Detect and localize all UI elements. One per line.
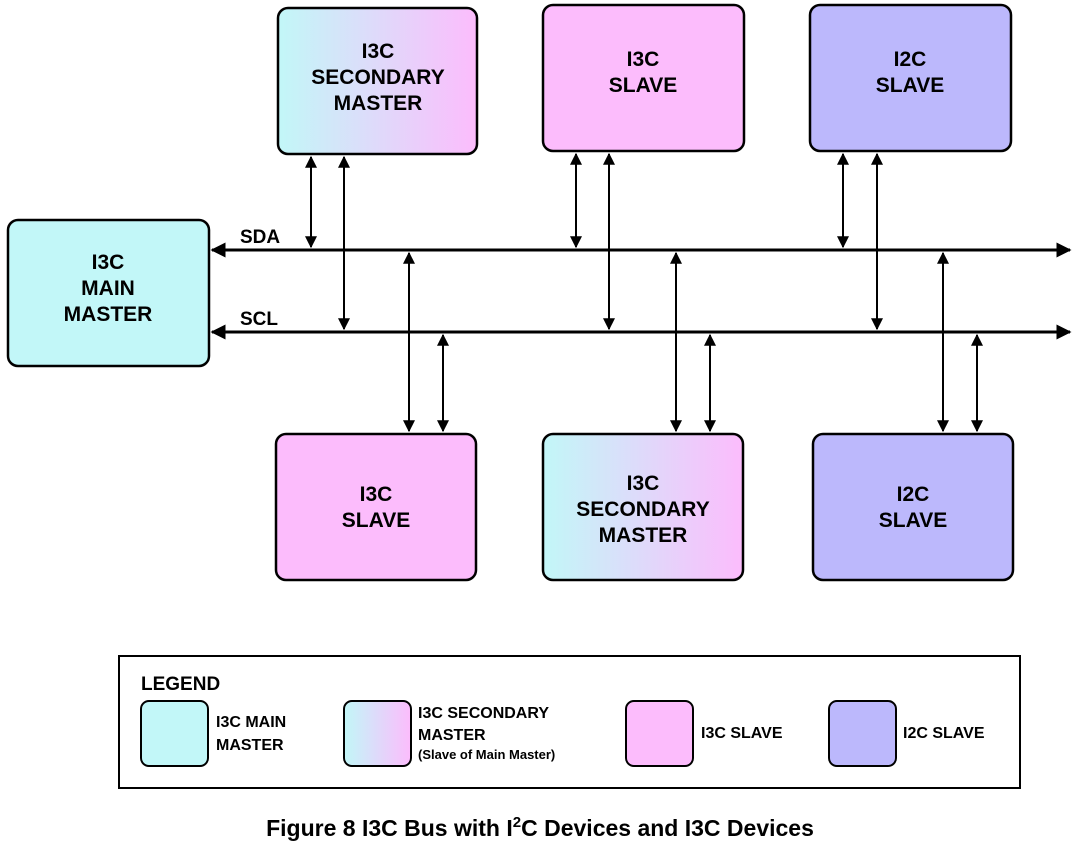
top-i3c-secondary-master-box: I3C SECONDARY MASTER <box>276 6 479 156</box>
top-secondary-fill <box>276 6 479 156</box>
bottom-secondary-line1: I3C <box>627 472 660 495</box>
main-master-line2: MAIN <box>81 277 135 300</box>
legend-main-master-line2: MASTER <box>216 737 284 754</box>
legend: LEGEND I3C MAIN MASTER I3C SECONDARY MAS… <box>118 655 1021 789</box>
top-i2c-slave-box: I2C SLAVE <box>808 3 1013 153</box>
scl-bus: SCL <box>210 309 1072 340</box>
top-i3c-slave-line1: I3C <box>627 48 660 71</box>
legend-i3c-slave-swatch <box>625 700 694 767</box>
i3c-main-master-box: I3C MAIN MASTER <box>6 218 211 368</box>
bottom-secondary-fill <box>541 432 745 582</box>
top-i3c-slave-box: I3C SLAVE <box>541 3 746 153</box>
top-i2c-slave-line2: SLAVE <box>876 74 944 97</box>
top-i2c-slave-fill <box>808 3 1013 153</box>
caption-part1: Figure 8 I3C Bus with I <box>266 815 513 841</box>
legend-main-master-line1: I3C MAIN <box>216 714 286 731</box>
legend-secondary-line2: MASTER <box>418 727 486 744</box>
legend-main-master-swatch <box>140 700 209 767</box>
legend-secondary-swatch <box>343 700 412 767</box>
top-secondary-line2: SECONDARY <box>311 66 444 89</box>
legend-secondary-line1: I3C SECONDARY <box>418 705 549 722</box>
bottom-i3c-slave-line2: SLAVE <box>342 509 410 532</box>
bottom-i2c-slave-line1: I2C <box>897 483 930 506</box>
top-i2c-slave-line1: I2C <box>894 48 927 71</box>
figure-caption: Figure 8 I3C Bus with I2C Devices and I3… <box>266 814 814 841</box>
bottom-connections <box>403 251 983 433</box>
bottom-i3c-slave-line1: I3C <box>360 483 393 506</box>
top-secondary-line3: MASTER <box>334 92 423 115</box>
legend-i3c-slave-label: I3C SLAVE <box>701 725 783 742</box>
bottom-i2c-slave-box: I2C SLAVE <box>811 432 1015 582</box>
bottom-i3c-slave-fill <box>274 432 478 582</box>
bottom-secondary-line3: MASTER <box>599 524 688 547</box>
legend-title: LEGEND <box>141 674 220 695</box>
caption-superscript: 2 <box>513 814 521 831</box>
main-master-fill <box>6 218 211 368</box>
bottom-secondary-line2: SECONDARY <box>576 498 709 521</box>
caption-part2: C Devices and I3C Devices <box>521 815 814 841</box>
bottom-i2c-slave-line2: SLAVE <box>879 509 947 532</box>
top-connections <box>305 152 883 331</box>
main-master-line1: I3C <box>92 251 125 274</box>
sda-label: SDA <box>240 227 280 248</box>
legend-i2c-slave-label: I2C SLAVE <box>903 725 985 742</box>
legend-secondary-line3: (Slave of Main Master) <box>418 747 555 762</box>
top-secondary-line1: I3C <box>362 40 395 63</box>
top-i3c-slave-fill <box>541 3 746 153</box>
main-master-line3: MASTER <box>64 303 153 326</box>
bottom-i2c-slave-fill <box>811 432 1015 582</box>
scl-label: SCL <box>240 309 278 330</box>
bottom-i3c-secondary-master-box: I3C SECONDARY MASTER <box>541 432 745 582</box>
sda-bus: SDA <box>210 227 1072 258</box>
bottom-i3c-slave-box: I3C SLAVE <box>274 432 478 582</box>
top-i3c-slave-line2: SLAVE <box>609 74 677 97</box>
legend-i2c-slave-swatch <box>828 700 897 767</box>
